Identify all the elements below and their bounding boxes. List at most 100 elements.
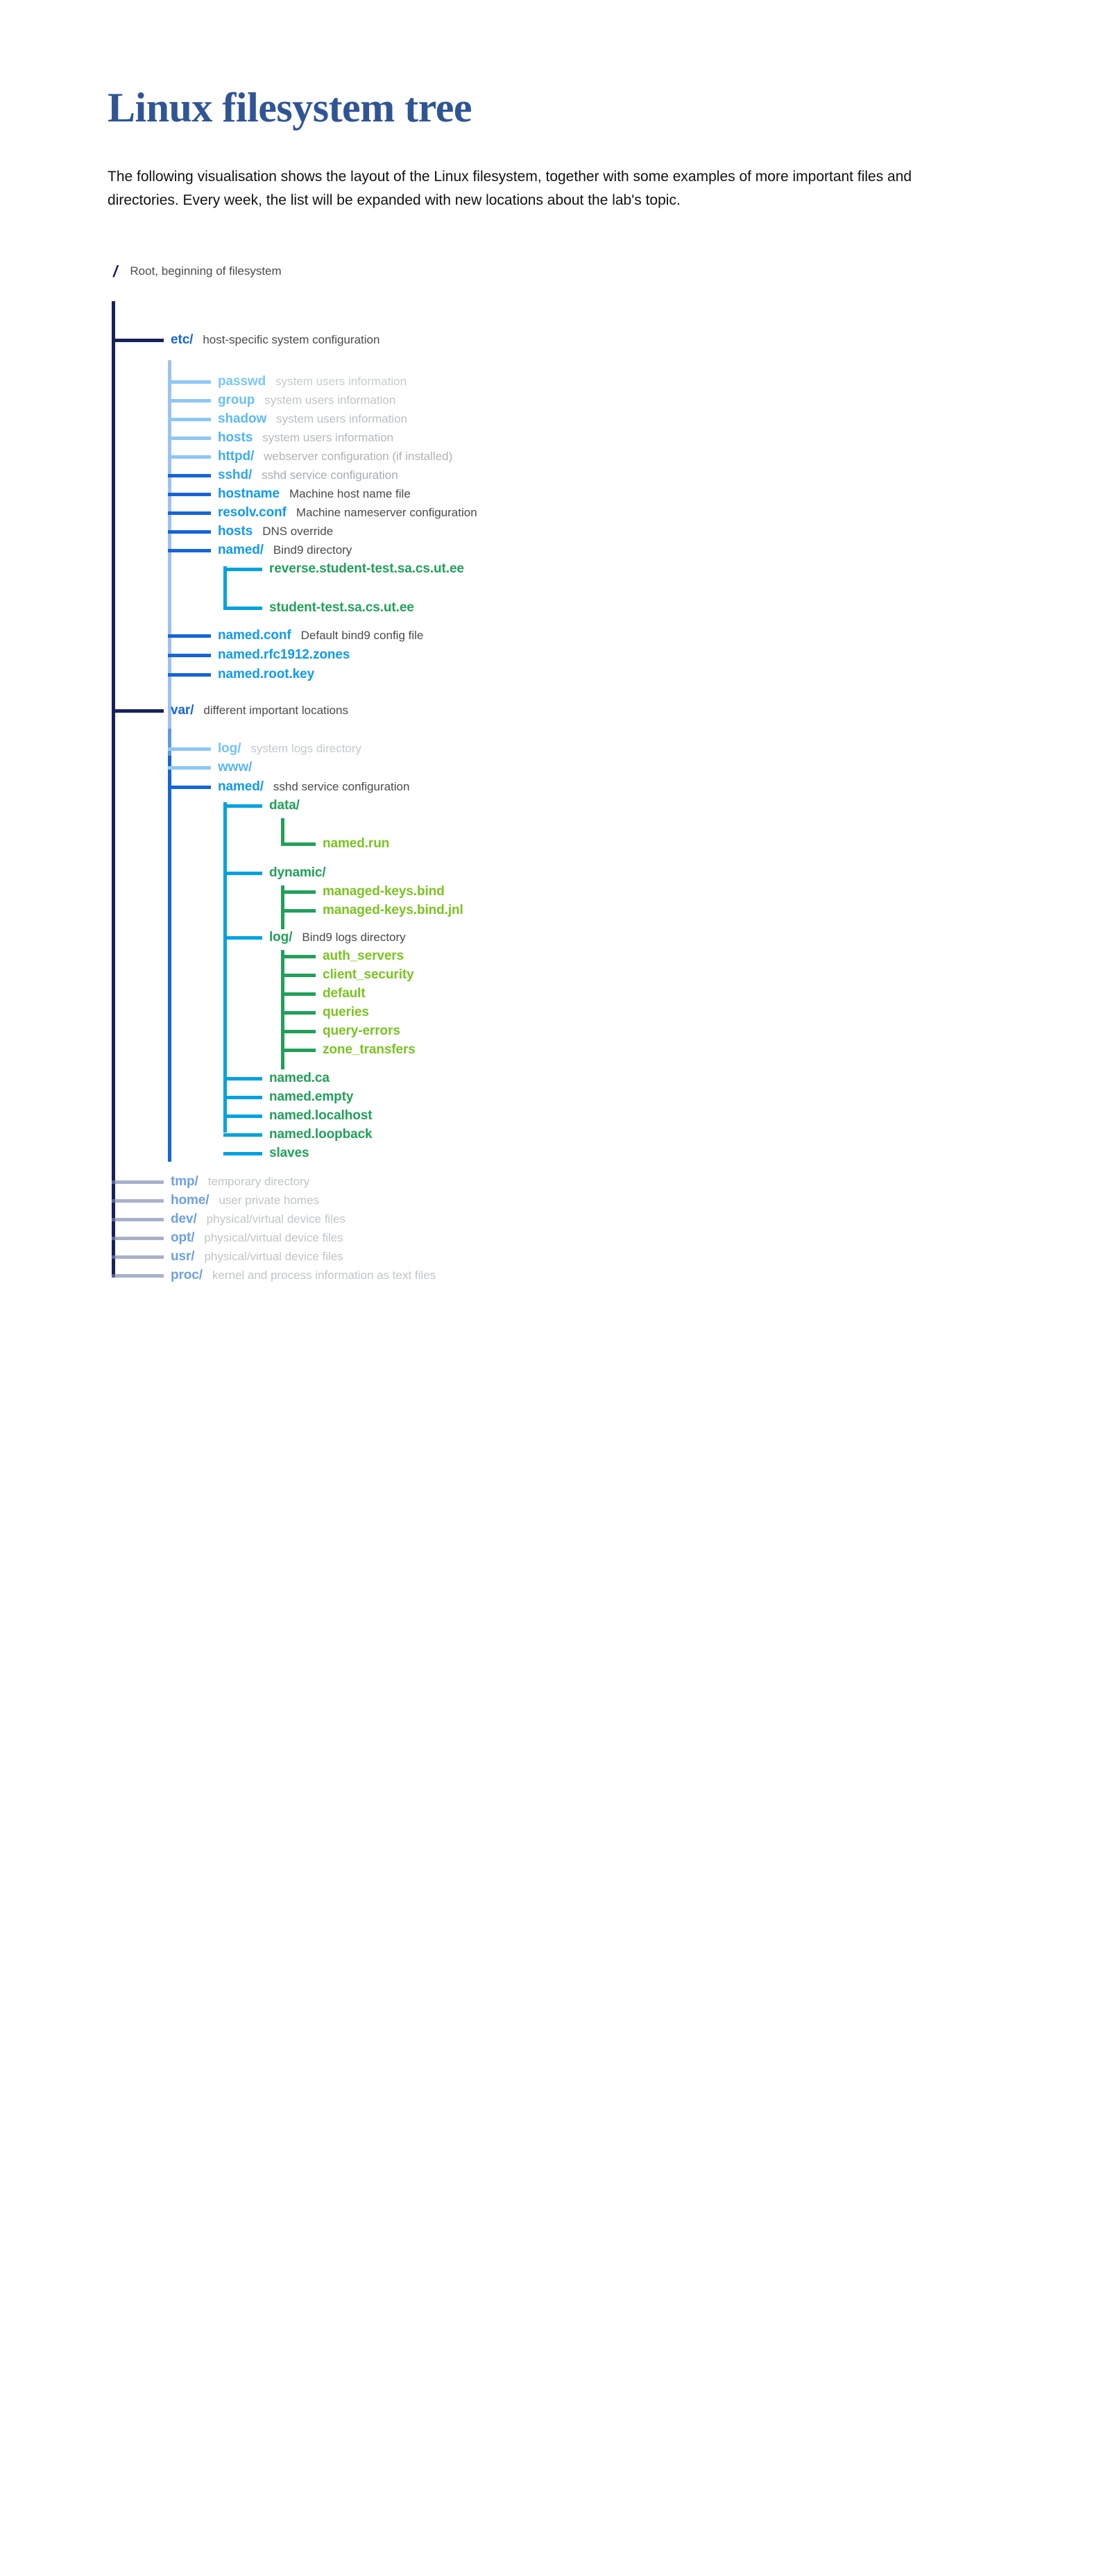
tree-node-opt[interactable]: opt/ physical/virtual device files [171,1230,343,1246]
connector-managed-keys-bind [281,890,316,895]
connector-etc-namedrootkey [168,673,211,677]
tree-node-etc[interactable]: etc/ host-specific system configuration [171,332,379,348]
tree-node-etc-namedrootkey[interactable]: named.root.key [218,667,314,682]
tree-node-etc-named-student[interactable]: student-test.sa.cs.ut.ee [269,600,414,616]
node-name: passwd [218,374,266,389]
node-description: kernel and process information as text f… [212,1269,436,1282]
tree-node-etc-named[interactable]: named/ Bind9 directory [218,543,352,558]
tree-node-var-named-log[interactable]: log/ Bind9 logs directory [269,930,406,945]
root-slash-label: / [113,262,118,280]
tree-node-var-log[interactable]: log/ system logs directory [218,741,361,756]
connector-var-log [168,747,211,752]
node-name: var/ [171,703,194,718]
node-name: hostname [218,486,280,502]
node-description: temporary directory [207,1175,310,1189]
node-name: named.rfc1912.zones [218,647,350,663]
tree-node-queries[interactable]: queries [323,1005,369,1020]
tree-node-etc-hosts-1[interactable]: hosts system users information [218,430,393,446]
node-name: reverse.student-test.sa.cs.ut.ee [269,561,464,577]
connector-etc-resolvconf [168,511,211,516]
node-name: group [218,393,255,408]
node-name: client_security [323,967,414,983]
tree-node-default[interactable]: default [323,986,366,1001]
connector-managed-keys-bind-jnl [281,909,316,913]
tree-node-managed-keys-bind-jnl[interactable]: managed-keys.bind.jnl [323,903,463,918]
connector-opt [112,1237,164,1241]
tree-node-etc-namedconf[interactable]: named.conf Default bind9 config file [218,628,423,643]
connector-etc [112,339,164,343]
node-name: dynamic/ [269,865,326,881]
tree-node-etc-group[interactable]: group system users information [218,393,395,408]
tree-node-etc-passwd[interactable]: passwd system users information [218,374,407,389]
connector-client-security [281,974,316,978]
tree-node-named-ca[interactable]: named.ca [269,1071,330,1086]
filesystem-tree: / Root, beginning of filesystem etc/ hos… [108,260,1009,2480]
tree-node-var-named[interactable]: named/ sshd service configuration [218,779,409,795]
node-description: sshd service configuration [273,780,410,794]
connector-named-run [281,842,316,847]
node-name: named/ [218,779,264,795]
tree-node-var-named-dynamic[interactable]: dynamic/ [269,865,326,881]
tree-node-auth-servers[interactable]: auth_servers [323,949,404,964]
connector-named-empty [223,1096,262,1100]
node-name: queries [323,1005,369,1020]
connector-var-named [168,786,211,790]
tree-node-tmp[interactable]: tmp/ temporary directory [171,1174,309,1189]
connector-etc-namedconf [168,634,211,638]
node-name: student-test.sa.cs.ut.ee [269,600,414,616]
connector-etc-sshd [168,474,211,478]
content-column: Linux filesystem tree The following visu… [108,0,1009,2480]
tree-node-usr[interactable]: usr/ physical/virtual device files [171,1249,343,1264]
node-name: managed-keys.bind [323,884,445,899]
tree-node-named-localhost[interactable]: named.localhost [269,1108,373,1124]
tree-node-etc-shadow[interactable]: shadow system users information [218,412,407,427]
connector-var-www [168,766,211,770]
tree-node-etc-namedrfc[interactable]: named.rfc1912.zones [218,647,350,663]
tree-node-zone-transfers[interactable]: zone_transfers [323,1042,416,1058]
connector-slaves [223,1152,262,1156]
tree-node-etc-resolvconf[interactable]: resolv.conf Machine nameserver configura… [218,505,477,520]
tree-node-etc-hosts-2[interactable]: hosts DNS override [218,524,333,539]
node-name: opt/ [171,1230,195,1246]
tree-node-etc-httpd[interactable]: httpd/ webserver configuration (if insta… [218,449,452,464]
tree-node-var[interactable]: var/ different important locations [171,703,348,718]
connector-usr [112,1255,164,1260]
tree-node-slaves[interactable]: slaves [269,1146,309,1161]
tree-node-client-security[interactable]: client_security [323,967,414,983]
tree-node-etc-named-reverse[interactable]: reverse.student-test.sa.cs.ut.ee [269,561,464,577]
connector-var [112,709,164,713]
tree-node-named-run[interactable]: named.run [323,836,389,851]
connector-query-errors [281,1030,316,1034]
node-name: log/ [218,741,241,756]
tree-node-var-named-data[interactable]: data/ [269,798,300,813]
tree-node-etc-sshd[interactable]: sshd/ sshd service configuration [218,468,398,483]
connector-var-named-data [223,804,262,808]
node-description: physical/virtual device files [204,1231,343,1245]
node-name: zone_transfers [323,1042,416,1058]
connector-etc-group [168,399,211,403]
node-name: log/ [269,930,293,945]
connector-etc-hosts-2 [168,530,211,534]
tree-node-proc[interactable]: proc/ kernel and process information as … [171,1268,436,1283]
node-description: Machine nameserver configuration [296,506,477,520]
tree-node-query-errors[interactable]: query-errors [323,1024,400,1039]
tree-node-root[interactable]: / Root, beginning of filesystem [108,260,282,283]
node-description: webserver configuration (if installed) [264,450,453,464]
tree-node-etc-hostname[interactable]: hostname Machine host name file [218,486,411,502]
connector-auth-servers [281,955,316,959]
node-name: named.conf [218,628,291,643]
node-description: Bind9 logs directory [302,931,406,944]
tree-node-managed-keys-bind[interactable]: managed-keys.bind [323,884,445,899]
tree-node-home[interactable]: home/ user private homes [171,1193,319,1208]
node-description: user private homes [219,1194,320,1208]
root-description: Root, beginning of filesystem [130,264,282,278]
tree-node-named-empty[interactable]: named.empty [269,1090,353,1105]
tree-node-var-www[interactable]: www/ [218,760,252,775]
tree-node-dev[interactable]: dev/ physical/virtual device files [171,1212,345,1227]
tree-node-named-loopback[interactable]: named.loopback [269,1127,373,1142]
node-name: named.run [323,836,390,851]
node-description: system logs directory [250,742,362,756]
connector-etc-httpd [168,455,211,459]
node-name: named/ [218,543,264,558]
